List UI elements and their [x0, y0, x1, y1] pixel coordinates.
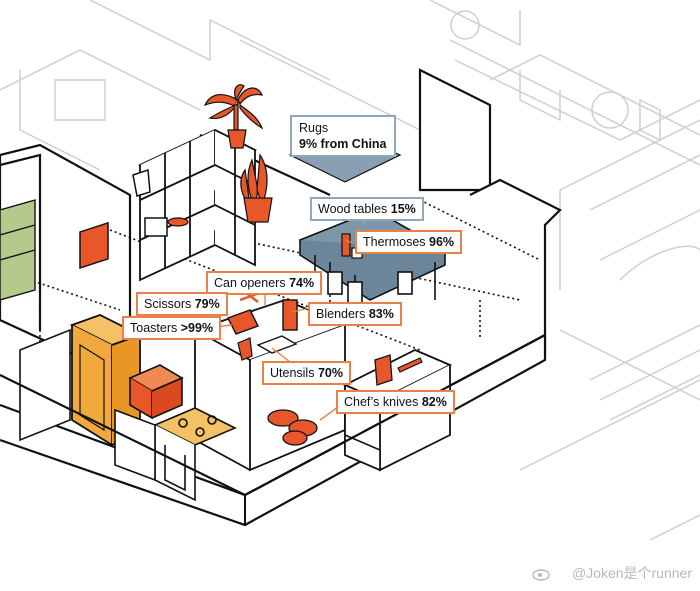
utensils-label-value: 70%	[317, 366, 343, 380]
coffee-maker	[132, 168, 151, 197]
thermos	[341, 233, 351, 257]
blenders-label-name: Blenders	[316, 307, 366, 321]
can-opener	[237, 337, 253, 361]
shelf-unit	[137, 129, 258, 282]
lower-cabinets	[19, 328, 381, 482]
wood-tables-label-value: 15%	[390, 202, 416, 216]
shelf-microwave	[144, 217, 168, 237]
knife	[397, 357, 423, 373]
watermark: @Joken是个runner	[571, 565, 692, 581]
can-openers-label-value: 74%	[289, 276, 315, 290]
scissors-label-value: 79%	[194, 297, 220, 311]
snake-plant	[240, 153, 273, 223]
toasters-label: Toasters >99%	[122, 316, 222, 340]
toasters-label-name: Toasters	[130, 321, 178, 335]
thermoses-label-value: 96%	[429, 235, 455, 249]
stove	[153, 407, 237, 502]
palm-plant	[203, 84, 264, 149]
rugs-label-value: 9% from China	[299, 137, 387, 151]
rugs-label-name: Rugs	[299, 121, 329, 135]
front-wall	[0, 334, 546, 497]
green-shelf	[0, 199, 36, 301]
wall-calendar	[79, 221, 109, 270]
blenders-label: Blenders 83%	[308, 302, 402, 326]
shelf-bowl	[167, 217, 189, 227]
rugs-label: Rugs 9% from China	[290, 115, 396, 157]
knife-block	[374, 354, 393, 386]
floor-edge	[0, 333, 547, 527]
blender	[282, 299, 298, 331]
blenders-label-value: 83%	[368, 307, 394, 321]
scissors-label: Scissors 79%	[136, 292, 228, 316]
sink	[256, 335, 298, 354]
utensils-label-name: Utensils	[270, 366, 315, 380]
chefs-knives-label-value: 82%	[421, 395, 447, 409]
wood-tables-label-name: Wood tables	[318, 202, 388, 216]
scissors-label-name: Scissors	[144, 297, 192, 311]
toasters-label-value: >99%	[180, 321, 214, 335]
can-openers-label: Can openers 74%	[206, 271, 323, 295]
utensils-label: Utensils 70%	[262, 361, 351, 385]
thermoses-label-name: Thermoses	[363, 235, 426, 249]
thermoses-label: Thermoses 96%	[355, 230, 463, 254]
pots	[267, 409, 318, 446]
microwave	[128, 364, 184, 420]
weibo-icon	[532, 569, 550, 581]
wood-tables-label: Wood tables 15%	[310, 197, 424, 221]
can-openers-label-name: Can openers	[214, 276, 286, 290]
chefs-knives-label: Chef’s knives 82%	[336, 390, 455, 414]
chefs-knives-label-name: Chef’s knives	[344, 395, 419, 409]
toaster	[227, 309, 259, 335]
